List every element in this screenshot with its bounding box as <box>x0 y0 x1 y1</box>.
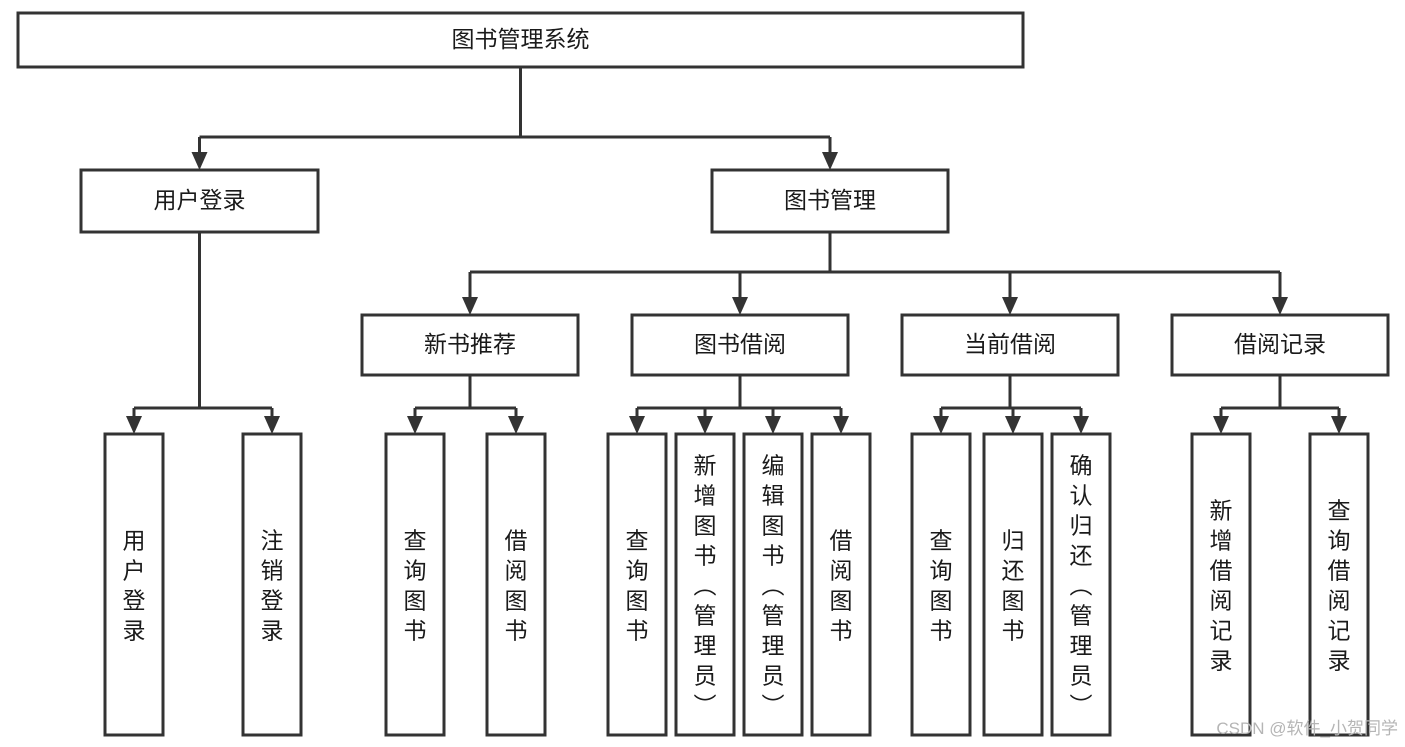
node-label-leaf-borrow-query-book: 查询图书 <box>626 528 649 644</box>
node-box-book-management[interactable] <box>710 168 950 234</box>
edge-current-borrow-to-leaf-current-confirm-return-head <box>1073 416 1089 434</box>
node-label-leaf-recommend-borrow-book: 借阅图书 <box>505 528 528 644</box>
node-box-leaf-borrow-borrow-book[interactable] <box>810 432 872 737</box>
node-label-leaf-user-logout: 注销登录 <box>261 528 284 644</box>
node-leaf-record-query[interactable]: 查询借阅记录 <box>1308 432 1370 737</box>
node-label-leaf-borrow-borrow-book: 借阅图书 <box>830 528 853 644</box>
node-label-leaf-borrow-edit-book: 编辑图书︵管理员︶ <box>762 453 785 719</box>
node-leaf-user-logout[interactable]: 注销登录 <box>241 432 303 737</box>
node-label-leaf-record-query: 查询借阅记录 <box>1328 498 1351 674</box>
node-leaf-current-return-book[interactable]: 归还图书 <box>982 432 1044 737</box>
node-label-borrow-record: 借阅记录 <box>1234 331 1326 357</box>
node-user-login[interactable]: 用户登录 <box>79 168 320 234</box>
edge-root-to-user-login-head <box>191 152 208 170</box>
node-box-borrow-record[interactable] <box>1170 313 1390 377</box>
node-label-leaf-current-query-book: 查询图书 <box>930 528 953 644</box>
node-box-current-borrow[interactable] <box>900 313 1120 377</box>
nodes-layer: 图书管理系统用户登录图书管理新书推荐图书借阅当前借阅借阅记录用户登录注销登录查询… <box>16 11 1390 737</box>
node-box-leaf-user-logout[interactable] <box>241 432 303 737</box>
node-leaf-borrow-query-book[interactable]: 查询图书 <box>606 432 668 737</box>
node-book-borrow[interactable]: 图书借阅 <box>630 313 850 377</box>
node-label-leaf-user-login: 用户登录 <box>123 528 146 644</box>
edge-book-borrow-to-leaf-borrow-add-book-head <box>697 416 713 434</box>
node-label-leaf-record-add: 新增借阅记录 <box>1210 498 1233 674</box>
edge-borrow-record-to-leaf-record-add-head <box>1213 416 1229 434</box>
node-label-leaf-recommend-query-book: 查询图书 <box>404 528 427 644</box>
edge-book-borrow-to-leaf-borrow-edit-book-head <box>765 416 781 434</box>
edge-root-to-book-management-head <box>822 152 838 170</box>
edge-bm-to-borrow-record-head <box>1272 297 1288 315</box>
node-box-new-book-recommend[interactable] <box>360 313 580 377</box>
edge-current-borrow-to-leaf-current-return-book-head <box>1005 416 1021 434</box>
node-current-borrow[interactable]: 当前借阅 <box>900 313 1120 377</box>
node-root[interactable]: 图书管理系统 <box>16 11 1025 69</box>
node-box-user-login[interactable] <box>79 168 320 234</box>
node-box-leaf-user-login[interactable] <box>103 432 165 737</box>
node-leaf-borrow-edit-book[interactable]: 编辑图书︵管理员︶ <box>742 432 804 737</box>
node-label-root: 图书管理系统 <box>452 26 590 52</box>
node-box-leaf-current-confirm-return[interactable] <box>1050 432 1112 737</box>
edge-new-book-recommend-to-leaf-recommend-query-book-head <box>407 416 423 434</box>
node-box-root[interactable] <box>16 11 1025 69</box>
node-box-leaf-borrow-query-book[interactable] <box>606 432 668 737</box>
node-label-leaf-current-confirm-return: 确认归还︵管理员︶ <box>1070 453 1093 719</box>
node-box-leaf-recommend-borrow-book[interactable] <box>485 432 547 737</box>
node-box-leaf-borrow-edit-book[interactable] <box>742 432 804 737</box>
node-leaf-user-login[interactable]: 用户登录 <box>103 432 165 737</box>
edge-bm-to-book-borrow-head <box>732 297 748 315</box>
node-label-user-login: 用户登录 <box>154 187 246 213</box>
node-leaf-current-confirm-return[interactable]: 确认归还︵管理员︶ <box>1050 432 1112 737</box>
edge-user-login-to-leaf-user-login-head <box>126 416 142 434</box>
node-borrow-record[interactable]: 借阅记录 <box>1170 313 1390 377</box>
node-box-leaf-borrow-add-book[interactable] <box>674 432 736 737</box>
node-label-leaf-borrow-add-book: 新增图书︵管理员︶ <box>694 453 717 719</box>
edge-bm-to-new-book-recommend-head <box>462 297 478 315</box>
node-label-new-book-recommend: 新书推荐 <box>424 331 516 357</box>
edge-borrow-record-to-leaf-record-query-head <box>1331 416 1347 434</box>
node-new-book-recommend[interactable]: 新书推荐 <box>360 313 580 377</box>
node-leaf-record-add[interactable]: 新增借阅记录 <box>1190 432 1252 737</box>
edge-bm-to-current-borrow-head <box>1002 297 1018 315</box>
edge-book-borrow-to-leaf-borrow-borrow-book-head <box>833 416 849 434</box>
node-box-leaf-record-add[interactable] <box>1190 432 1252 737</box>
node-label-book-management: 图书管理 <box>784 187 876 213</box>
node-leaf-recommend-query-book[interactable]: 查询图书 <box>384 432 446 737</box>
edge-current-borrow-to-leaf-current-query-book-head <box>933 416 949 434</box>
node-box-leaf-record-query[interactable] <box>1308 432 1370 737</box>
node-label-book-borrow: 图书借阅 <box>694 331 786 357</box>
edge-new-book-recommend-to-leaf-recommend-borrow-book-head <box>508 416 524 434</box>
watermark-label: CSDN @软件_小贺同学 <box>1216 719 1398 738</box>
node-leaf-current-query-book[interactable]: 查询图书 <box>910 432 972 737</box>
node-book-management[interactable]: 图书管理 <box>710 168 950 234</box>
node-box-book-borrow[interactable] <box>630 313 850 377</box>
node-leaf-borrow-add-book[interactable]: 新增图书︵管理员︶ <box>674 432 736 737</box>
node-box-leaf-current-query-book[interactable] <box>910 432 972 737</box>
connectors-layer <box>126 67 1347 434</box>
edge-book-borrow-to-leaf-borrow-query-book-head <box>629 416 645 434</box>
node-leaf-recommend-borrow-book[interactable]: 借阅图书 <box>485 432 547 737</box>
node-box-leaf-recommend-query-book[interactable] <box>384 432 446 737</box>
node-box-leaf-current-return-book[interactable] <box>982 432 1044 737</box>
node-label-leaf-current-return-book: 归还图书 <box>1002 528 1025 644</box>
node-label-current-borrow: 当前借阅 <box>964 331 1056 357</box>
node-leaf-borrow-borrow-book[interactable]: 借阅图书 <box>810 432 872 737</box>
edge-user-login-to-leaf-user-logout-head <box>264 416 280 434</box>
